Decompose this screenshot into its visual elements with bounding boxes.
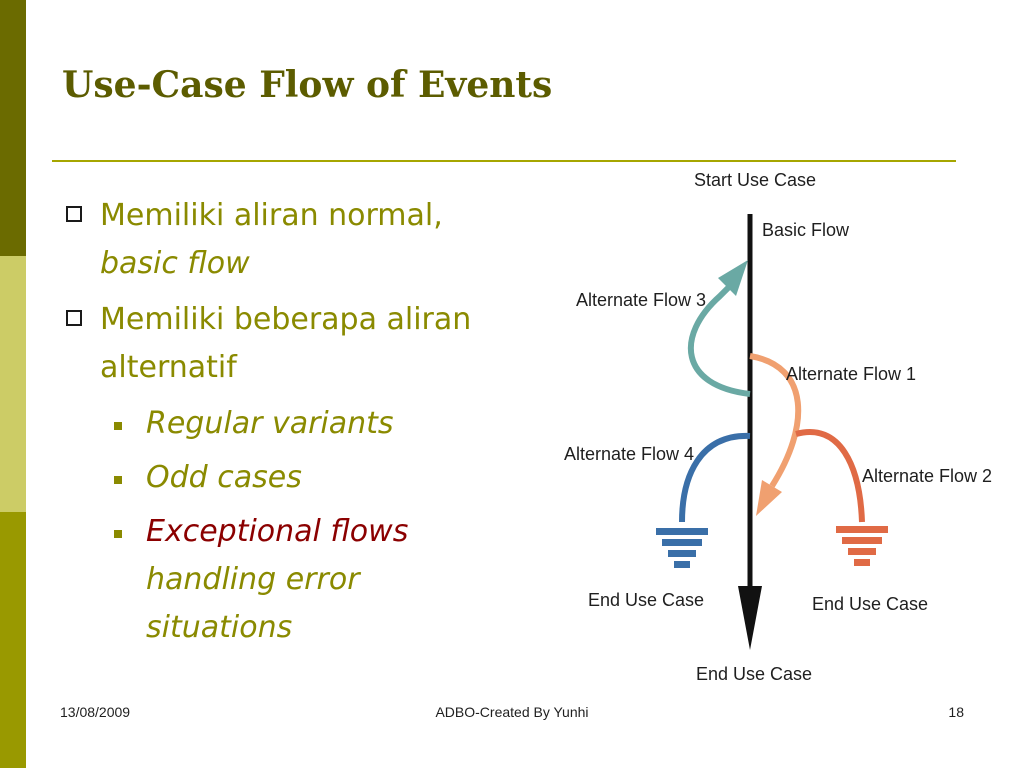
flow-of-events-diagram: Start Use Case Basic Flow Alternate Flow… [564, 170, 992, 684]
label-alternate-flow-1: Alternate Flow 1 [786, 364, 916, 384]
title-divider [52, 160, 956, 162]
footer-date: 13/08/2009 [60, 704, 131, 720]
alternate-flow-2-end-bar [842, 537, 882, 544]
sub-bullet-continuation: handling error [146, 562, 360, 597]
bullet-alternate-flow: Memiliki beberapa aliran alternatif [62, 296, 562, 392]
sub-bullet-regular: Regular variants [62, 400, 562, 448]
alternate-flow-1-arrowhead [756, 480, 782, 516]
bullet-text: Memiliki beberapa aliran [100, 302, 472, 337]
square-bullet-icon [66, 310, 82, 326]
alternate-flow-4-end-bar [662, 539, 702, 546]
footer-author: ADBO-Created By Yunhi [435, 704, 589, 720]
alternate-flow-4-end-bar [674, 561, 690, 568]
sidebar-band-bottom [0, 512, 26, 768]
alternate-flow-4-curve [679, 432, 751, 523]
label-end-use-case-right: End Use Case [812, 594, 928, 614]
label-alternate-flow-3: Alternate Flow 3 [576, 290, 706, 310]
sidebar-band-top [0, 0, 26, 256]
alternate-flow-4-end-bar [668, 550, 696, 557]
slide-title: Use-Case Flow of Events [62, 64, 553, 106]
sub-bullet-list: Regular variants Odd cases Exceptional f… [62, 400, 562, 652]
alternate-flow-3-curve [687, 283, 751, 397]
small-square-bullet-icon [114, 422, 122, 430]
sub-bullet-odd: Odd cases [62, 454, 562, 502]
sub-bullet-text: Odd cases [146, 460, 302, 495]
alternate-flow-1-curve [749, 353, 802, 488]
small-square-bullet-icon [114, 530, 122, 538]
label-alternate-flow-4: Alternate Flow 4 [564, 444, 694, 464]
alternate-flow-2-end-bar [854, 559, 870, 566]
sub-bullet-continuation: situations [146, 610, 293, 645]
sub-bullet-text: Regular variants [146, 406, 394, 441]
alternate-flow-4-end-bar [656, 528, 708, 535]
label-start-use-case: Start Use Case [694, 170, 816, 190]
bullet-basic-flow: Memiliki aliran normal, basic flow [62, 192, 562, 288]
label-basic-flow: Basic Flow [762, 220, 850, 240]
square-bullet-icon [66, 206, 82, 222]
sub-bullet-exceptional: Exceptional flows handling error situati… [62, 508, 562, 652]
label-alternate-flow-2: Alternate Flow 2 [862, 466, 992, 486]
label-end-use-case-left: End Use Case [588, 590, 704, 610]
alternate-flow-2-end-bar [848, 548, 876, 555]
footer-page-number: 18 [948, 704, 964, 720]
sidebar-band-middle [0, 256, 26, 512]
label-end-use-case-bottom: End Use Case [696, 664, 812, 684]
bullet-continuation: basic flow [100, 246, 250, 281]
alternate-flow-3-arrowhead [718, 260, 748, 296]
sub-bullet-text: Exceptional flows [146, 514, 409, 549]
bullet-continuation: alternatif [100, 350, 237, 385]
alternate-flow-2-end-bar [836, 526, 888, 533]
small-square-bullet-icon [114, 476, 122, 484]
alternate-flow-2-curve [795, 429, 865, 523]
bullet-list: Memiliki aliran normal, basic flow Memil… [62, 192, 562, 658]
bullet-text: Memiliki aliran normal, [100, 198, 443, 233]
basic-flow-arrowhead [738, 586, 762, 650]
